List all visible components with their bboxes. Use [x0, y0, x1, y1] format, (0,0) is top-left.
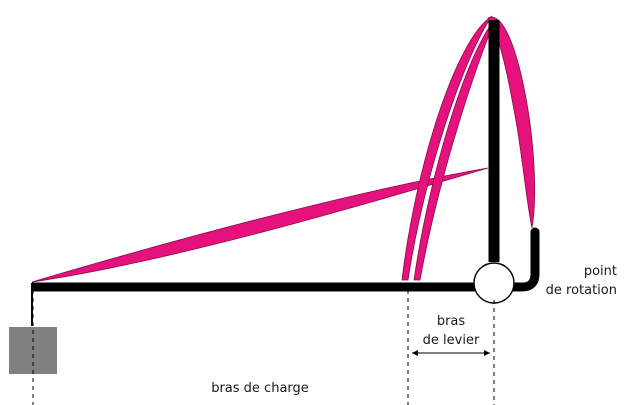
muscles [31, 15, 535, 283]
weight-block [9, 327, 57, 374]
load-arm-label: bras de charge [211, 381, 309, 396]
pivot-label-line1: point [584, 264, 617, 279]
muscle-arc-right [487, 16, 535, 229]
pivot-circle [473, 262, 515, 304]
lever-arm-label-line2: de levier [423, 333, 480, 348]
lever-arm-label-line1: bras [437, 314, 466, 329]
dashed-guides [32, 282, 495, 405]
muscle-arc-left [401, 15, 493, 281]
pivot-label-line2: de rotation [546, 283, 617, 298]
muscle-arc-middle [413, 17, 497, 281]
muscle-long-horizontal [31, 167, 489, 283]
lever-arm-arrow [412, 350, 490, 356]
hook-bone [491, 227, 540, 292]
